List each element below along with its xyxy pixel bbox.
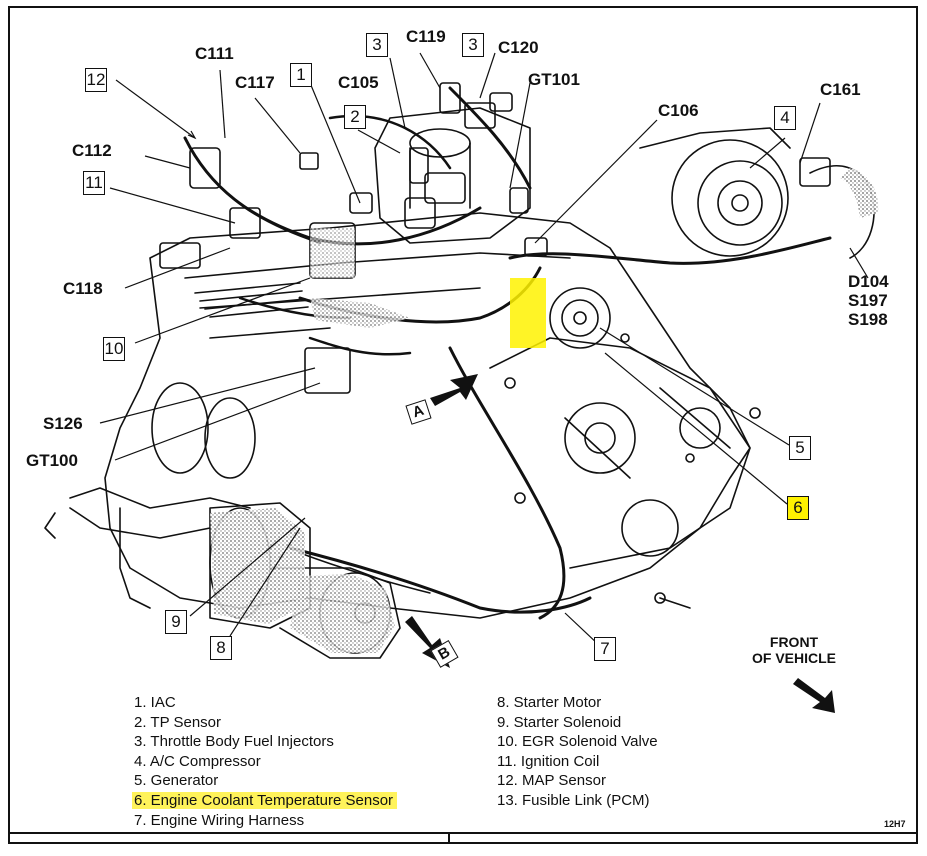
callout-s198: S198	[848, 310, 888, 329]
number-box-12: 12	[85, 68, 107, 92]
legend-item: 7. Engine Wiring Harness	[134, 811, 305, 829]
legend-item: 3. Throttle Body Fuel Injectors	[134, 733, 334, 751]
front-label-line1: FRONT	[769, 634, 819, 650]
legend-item: 11. Ignition Coil	[497, 752, 600, 770]
legend-item: 13. Fusible Link (PCM)	[497, 791, 650, 809]
legend-item: 12. MAP Sensor	[497, 772, 606, 790]
callout-c117: C117	[235, 73, 275, 92]
callout-c111: C111	[195, 44, 234, 63]
figure-code: 12H7	[884, 819, 906, 829]
legend-item: 9. Starter Solenoid	[497, 713, 622, 731]
engine-illustration	[44, 52, 879, 713]
legend-item: 2. TP Sensor	[134, 713, 221, 731]
callout-d104: D104	[848, 272, 889, 291]
legend-item: 10. EGR Solenoid Valve	[497, 733, 658, 751]
number-box-5: 5	[789, 436, 811, 460]
callout-s126: S126	[43, 414, 83, 433]
callout-c118: C118	[63, 279, 103, 298]
bottom-divider	[10, 832, 916, 834]
callout-c161: C161	[820, 80, 861, 99]
number-box-3-right: 3	[462, 33, 484, 57]
number-box-9: 9	[165, 610, 187, 634]
number-box-1: 1	[290, 63, 312, 87]
callout-c112: C112	[72, 141, 112, 160]
front-of-vehicle-label: FRONT OF VEHICLE	[752, 634, 836, 666]
callout-s197: S197	[848, 291, 888, 310]
number-box-8: 8	[210, 636, 232, 660]
callout-gt100: GT100	[26, 451, 78, 470]
number-box-2: 2	[344, 105, 366, 129]
number-box-11: 11	[83, 171, 105, 195]
legend-right: 8. Starter Motor 9. Starter Solenoid 10.…	[497, 693, 658, 811]
legend-item: 1. IAC	[134, 694, 176, 711]
legend-item: 4. A/C Compressor	[134, 752, 261, 770]
legend-left: 1. IAC 2. TP Sensor 3. Throttle Body Fue…	[132, 693, 398, 830]
legend-item: 5. Generator	[134, 772, 219, 790]
callout-c119: C119	[406, 27, 446, 46]
callout-c106: C106	[658, 101, 699, 120]
number-box-4: 4	[774, 106, 796, 130]
number-box-10: 10	[103, 337, 125, 361]
bottom-column-divider	[448, 832, 450, 842]
callout-gt101: GT101	[528, 70, 580, 89]
number-box-3-left: 3	[366, 33, 388, 57]
number-box-6: 6	[787, 496, 809, 520]
legend-item-highlighted: 6. Engine Coolant Temperature Sensor	[132, 791, 398, 809]
callout-c105: C105	[338, 73, 379, 92]
callout-c120: C120	[498, 38, 539, 57]
legend-item: 8. Starter Motor	[497, 694, 602, 711]
number-box-7: 7	[594, 637, 616, 661]
figure-frame: C111 C117 C105 C119 C120 GT101 C106 C161…	[8, 6, 918, 844]
front-label-line2: OF VEHICLE	[752, 650, 837, 666]
